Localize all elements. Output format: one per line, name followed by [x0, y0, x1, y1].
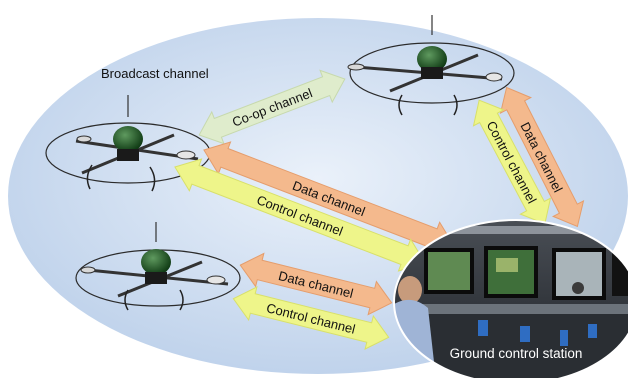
ground-control-station-label: Ground control station — [450, 346, 583, 361]
drone-bottom-left — [75, 222, 241, 311]
ground-control-station: Ground control station — [393, 219, 628, 378]
drone-top-right — [347, 15, 515, 116]
broadcast-channel-label: Broadcast channel — [101, 66, 209, 81]
drone-left — [45, 95, 211, 192]
